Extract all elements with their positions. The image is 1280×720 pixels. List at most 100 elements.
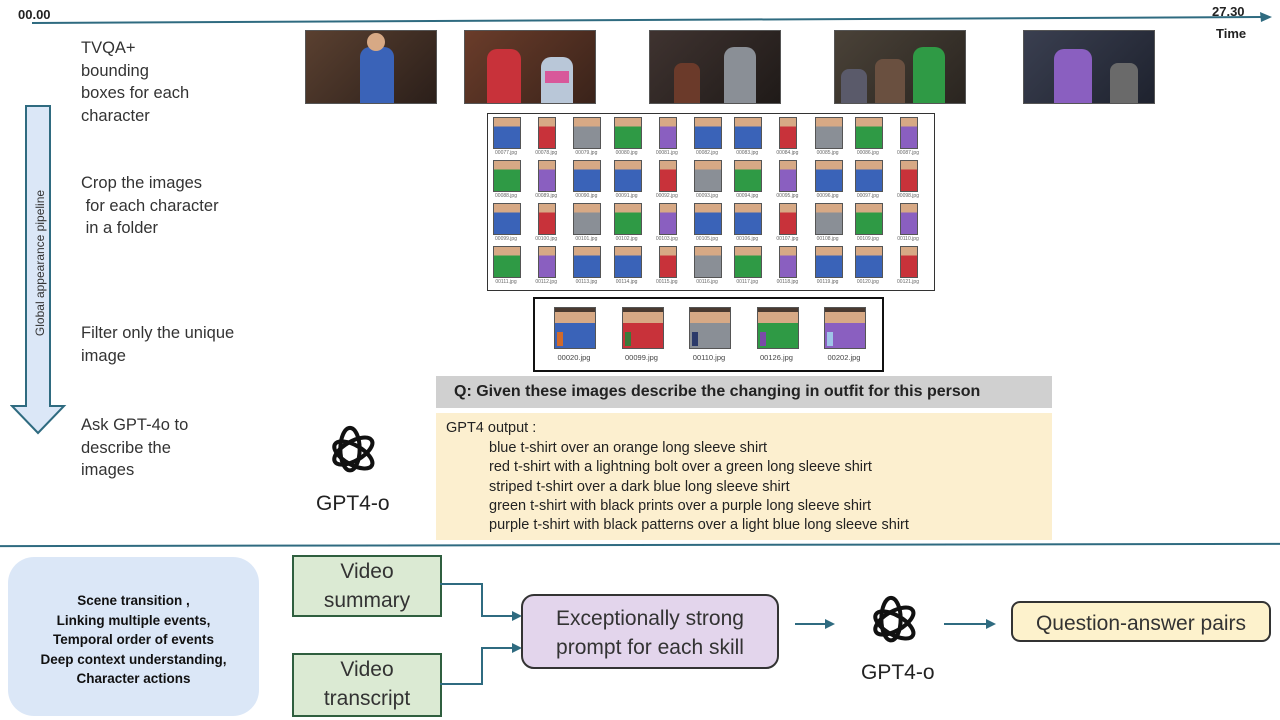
crop-caption: 00089.jpg: [535, 193, 558, 199]
input-arrows: [440, 583, 522, 685]
crop-image: [658, 203, 677, 235]
crop-image: [613, 203, 642, 235]
gpt-output-line: green t-shirt with black prints over a p…: [489, 497, 872, 514]
crop-caption: 00112.jpg: [535, 279, 557, 285]
step-filter-unique: Filter only the unique image: [81, 324, 235, 365]
unique-image-sleeve: [557, 332, 563, 346]
crop-image: [573, 117, 602, 149]
timeline-end: 27.30: [1212, 4, 1245, 19]
crop-image: [538, 203, 557, 235]
crop-caption: 00079.jpg: [575, 150, 598, 156]
crop-caption: 00108.jpg: [816, 236, 839, 242]
crop-image: [854, 160, 883, 192]
pipeline-arrow: [10, 105, 67, 435]
crop-image: [779, 246, 798, 278]
crop-image: [658, 117, 677, 149]
crop-image: [854, 246, 883, 278]
question-bar: Q: Given these images describe the chang…: [436, 376, 1052, 408]
gpt-output-line: striped t-shirt over a dark blue long sl…: [489, 478, 790, 495]
crop-caption: 00116.jpg: [696, 279, 718, 285]
prompt-box: Exceptionally strong prompt for each ski…: [521, 594, 779, 669]
unique-image-sleeve: [827, 332, 833, 346]
crop-caption: 00099.jpg: [495, 236, 517, 242]
crop-caption: 00110.jpg: [897, 236, 919, 242]
unique-image-sleeve: [759, 332, 766, 346]
gpt-output-heading: GPT4 output :: [446, 420, 537, 436]
crop-caption: 00093.jpg: [696, 193, 718, 199]
gpt-bottom-label: GPT4-o: [861, 661, 935, 684]
crop-image: [779, 203, 798, 235]
skill-item: Temporal order of events: [52, 632, 215, 647]
crop-image: [900, 203, 918, 235]
crop-caption: 00115.jpg: [655, 279, 678, 285]
pipeline-label: Global appearance pipeline: [33, 189, 47, 337]
crop-caption: 00078.jpg: [535, 150, 558, 156]
video-frame: [305, 30, 437, 104]
crop-image: [814, 203, 843, 235]
crop-image: [658, 246, 677, 278]
gpt-model-label: GPT4-o: [316, 492, 390, 515]
crop-caption: 00092.jpg: [655, 193, 678, 199]
gpt-output-line: red t-shirt with a lightning bolt over a…: [489, 459, 872, 476]
video-frame: [464, 30, 596, 104]
crop-image: [814, 246, 843, 278]
step-bounding-boxes: TVQA+ bounding boxes for each character: [81, 39, 190, 125]
skill-item: Deep context understanding,: [40, 651, 227, 667]
crop-image: [854, 117, 883, 149]
crop-image: [694, 117, 722, 149]
crop-image: [734, 246, 763, 278]
video-frame: [649, 30, 781, 104]
timeline-arrow: [31, 12, 1272, 24]
step-ask-gpt: Ask GPT-4o to describe the images: [81, 416, 189, 479]
gpt-to-qa-arrow: [944, 619, 996, 629]
unique-image-thumbnail: [621, 307, 664, 349]
crop-caption: 00088.jpg: [495, 193, 517, 199]
crop-image: [814, 160, 843, 192]
prompt-to-gpt-arrow: [795, 619, 835, 629]
crop-caption: 00094.jpg: [736, 193, 759, 199]
timeline-axis-label: Time: [1216, 26, 1247, 41]
crop-image: [493, 160, 521, 192]
video-frame: [1023, 30, 1155, 104]
crop-image: [734, 117, 763, 149]
crop-image: [538, 246, 557, 278]
crop-image: [900, 117, 918, 149]
crop-image: [613, 160, 642, 192]
crop-image: [694, 203, 722, 235]
crop-image: [573, 160, 602, 192]
crop-caption: 00102.jpg: [615, 236, 638, 242]
crop-caption: 00106.jpg: [736, 236, 759, 242]
gpt-output-line: blue t-shirt over an orange long sleeve …: [489, 440, 768, 456]
crop-caption: 00081.jpg: [655, 150, 678, 156]
unique-image-thumbnail: [689, 307, 731, 349]
crop-caption: 00085.jpg: [816, 150, 839, 156]
crop-caption: 00117.jpg: [736, 279, 758, 285]
crop-image: [734, 160, 763, 192]
crop-image: [734, 203, 763, 235]
gpt-output-line: purple t-shirt with black patterns over …: [489, 517, 909, 534]
unique-image-thumbnail: [824, 307, 866, 349]
step-crop-images: Crop the images for each character in a …: [81, 174, 219, 237]
video-transcript-box: Video transcript: [292, 653, 442, 717]
crop-caption: 00097.jpg: [856, 193, 879, 199]
crop-image: [613, 117, 642, 149]
crop-caption: 00096.jpg: [816, 193, 839, 199]
skill-item: Scene transition ,: [77, 593, 190, 608]
crop-caption: 00090.jpg: [575, 193, 598, 199]
crop-image: [573, 203, 602, 235]
crop-caption: 00120.jpg: [856, 279, 879, 285]
crop-image: [779, 117, 798, 149]
openai-logo-icon: [332, 425, 375, 473]
unique-image-caption: 00020.jpg: [557, 353, 591, 362]
crop-caption: 00109.jpg: [856, 236, 879, 242]
unique-image-thumbnail: [756, 307, 799, 349]
crop-image: [779, 160, 798, 192]
crop-caption: 00095.jpg: [776, 193, 799, 199]
crop-image: [493, 117, 521, 149]
crop-image: [493, 203, 521, 235]
crop-caption: 00118.jpg: [776, 279, 799, 285]
crop-caption: 00082.jpg: [696, 150, 718, 156]
